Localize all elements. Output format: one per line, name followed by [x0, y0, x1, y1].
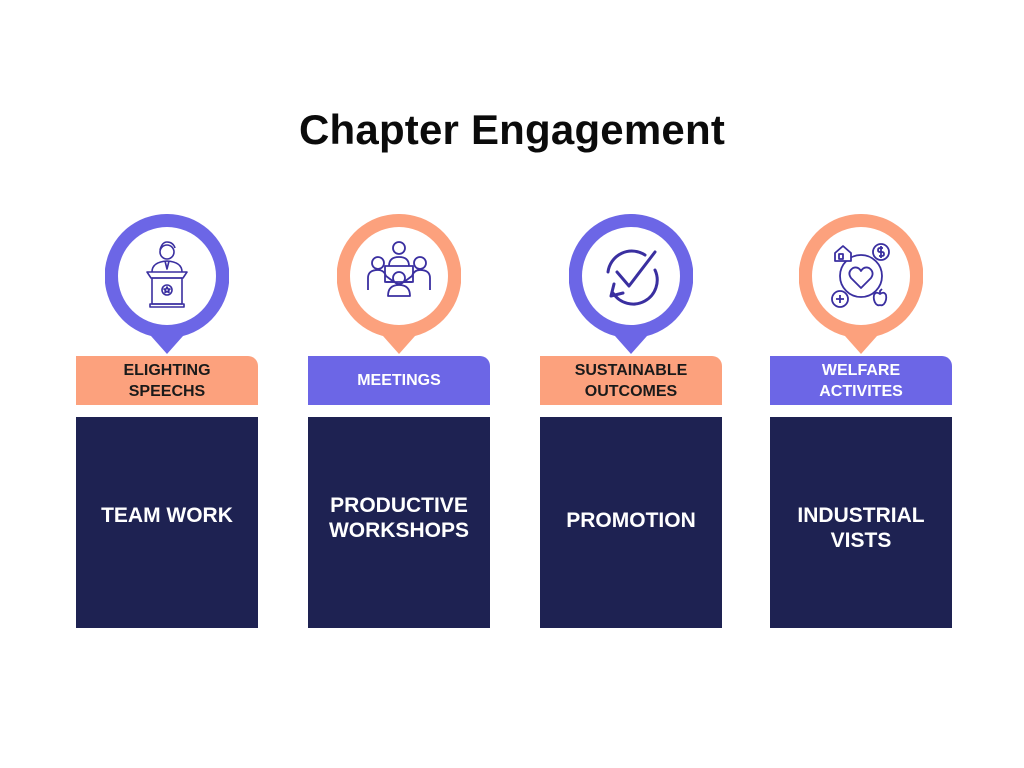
pin-marker — [799, 214, 923, 354]
engagement-column-1: ELIGHTING SPEECHS TEAM WORK — [76, 0, 258, 768]
activity-card: INDUSTRIAL VISTS — [770, 417, 952, 628]
activity-card: TEAM WORK — [76, 417, 258, 628]
category-label: MEETINGS — [308, 356, 490, 405]
pin-marker — [569, 214, 693, 354]
team-meeting-icon — [367, 241, 431, 297]
engagement-column-3: SUSTAINABLE OUTCOMES PROMOTION — [540, 0, 722, 768]
category-label: SUSTAINABLE OUTCOMES — [540, 356, 722, 405]
welfare-heart-icon — [831, 243, 890, 308]
engagement-column-2: MEETINGS PRODUCTIVE WORKSHOPS — [308, 0, 490, 768]
podium-speaker-icon — [146, 241, 188, 308]
pin-marker — [105, 214, 229, 354]
cycle-check-icon — [606, 249, 659, 306]
activity-card: PROMOTION — [540, 417, 722, 628]
activity-card: PRODUCTIVE WORKSHOPS — [308, 417, 490, 628]
category-label: WELFARE ACTIVITES — [770, 356, 952, 405]
category-label: ELIGHTING SPEECHS — [76, 356, 258, 405]
pin-marker — [337, 214, 461, 354]
page-title: Chapter Engagement — [299, 106, 725, 153]
engagement-column-4: WELFARE ACTIVITES INDUSTRIAL VISTS — [770, 0, 952, 768]
